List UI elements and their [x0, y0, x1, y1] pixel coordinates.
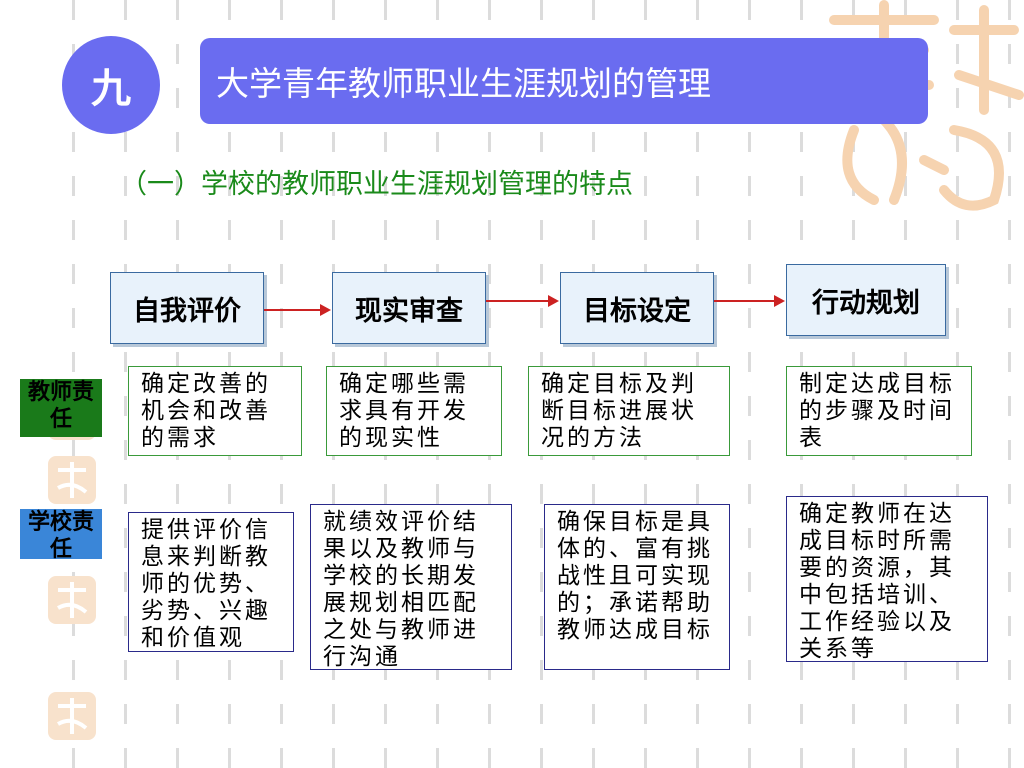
decorative-seal-icon [48, 456, 96, 504]
page-title: 大学青年教师职业生涯规划的管理 [216, 64, 711, 103]
arrow-head-icon [548, 295, 559, 307]
school-duty-action-planning: 确定教师在达成目标时所需要的资源，其中包括培训、工作经验以及关系等 [786, 496, 988, 662]
title-bar: 大学青年教师职业生涯规划的管理 [200, 38, 928, 124]
school-responsibility-label: 学校责任 [20, 509, 102, 562]
arrow-head-icon [774, 295, 785, 307]
step-box-goal-setting: 目标设定 [560, 272, 714, 344]
flow-arrow [486, 300, 550, 302]
decorative-seal-icon [48, 692, 96, 740]
teacher-responsibility-label: 教师责任 [20, 379, 102, 437]
school-duty-reality-check: 就绩效评价结果以及教师与学校的长期发展规划相匹配之处与教师进行沟通 [310, 504, 512, 670]
step-box-self-assessment: 自我评价 [110, 272, 264, 344]
teacher-duty-goal-setting: 确定目标及判断目标进展状况的方法 [528, 366, 730, 456]
flow-arrow [714, 300, 776, 302]
teacher-duty-reality-check: 确定哪些需求具有开发的现实性 [326, 366, 502, 456]
teacher-duty-action-planning: 制定达成目标的步骤及时间表 [786, 366, 972, 456]
step-box-action-planning: 行动规划 [786, 264, 946, 336]
decorative-seal-icon [48, 576, 96, 624]
teacher-duty-self-assessment: 确定改善的机会和改善的需求 [128, 366, 302, 456]
arrow-head-icon [320, 304, 331, 316]
school-duty-self-assessment: 提供评价信息来判断教师的优势、劣势、兴趣和价值观 [128, 512, 294, 652]
flow-arrow [264, 309, 322, 311]
section-subtitle: （一）学校的教师职业生涯规划管理的特点 [120, 169, 633, 200]
step-box-reality-check: 现实审查 [332, 272, 486, 344]
section-number-badge: 九 [62, 36, 160, 134]
school-duty-goal-setting: 确保目标是具体的、富有挑战性且可实现的；承诺帮助教师达成目标 [544, 504, 730, 670]
